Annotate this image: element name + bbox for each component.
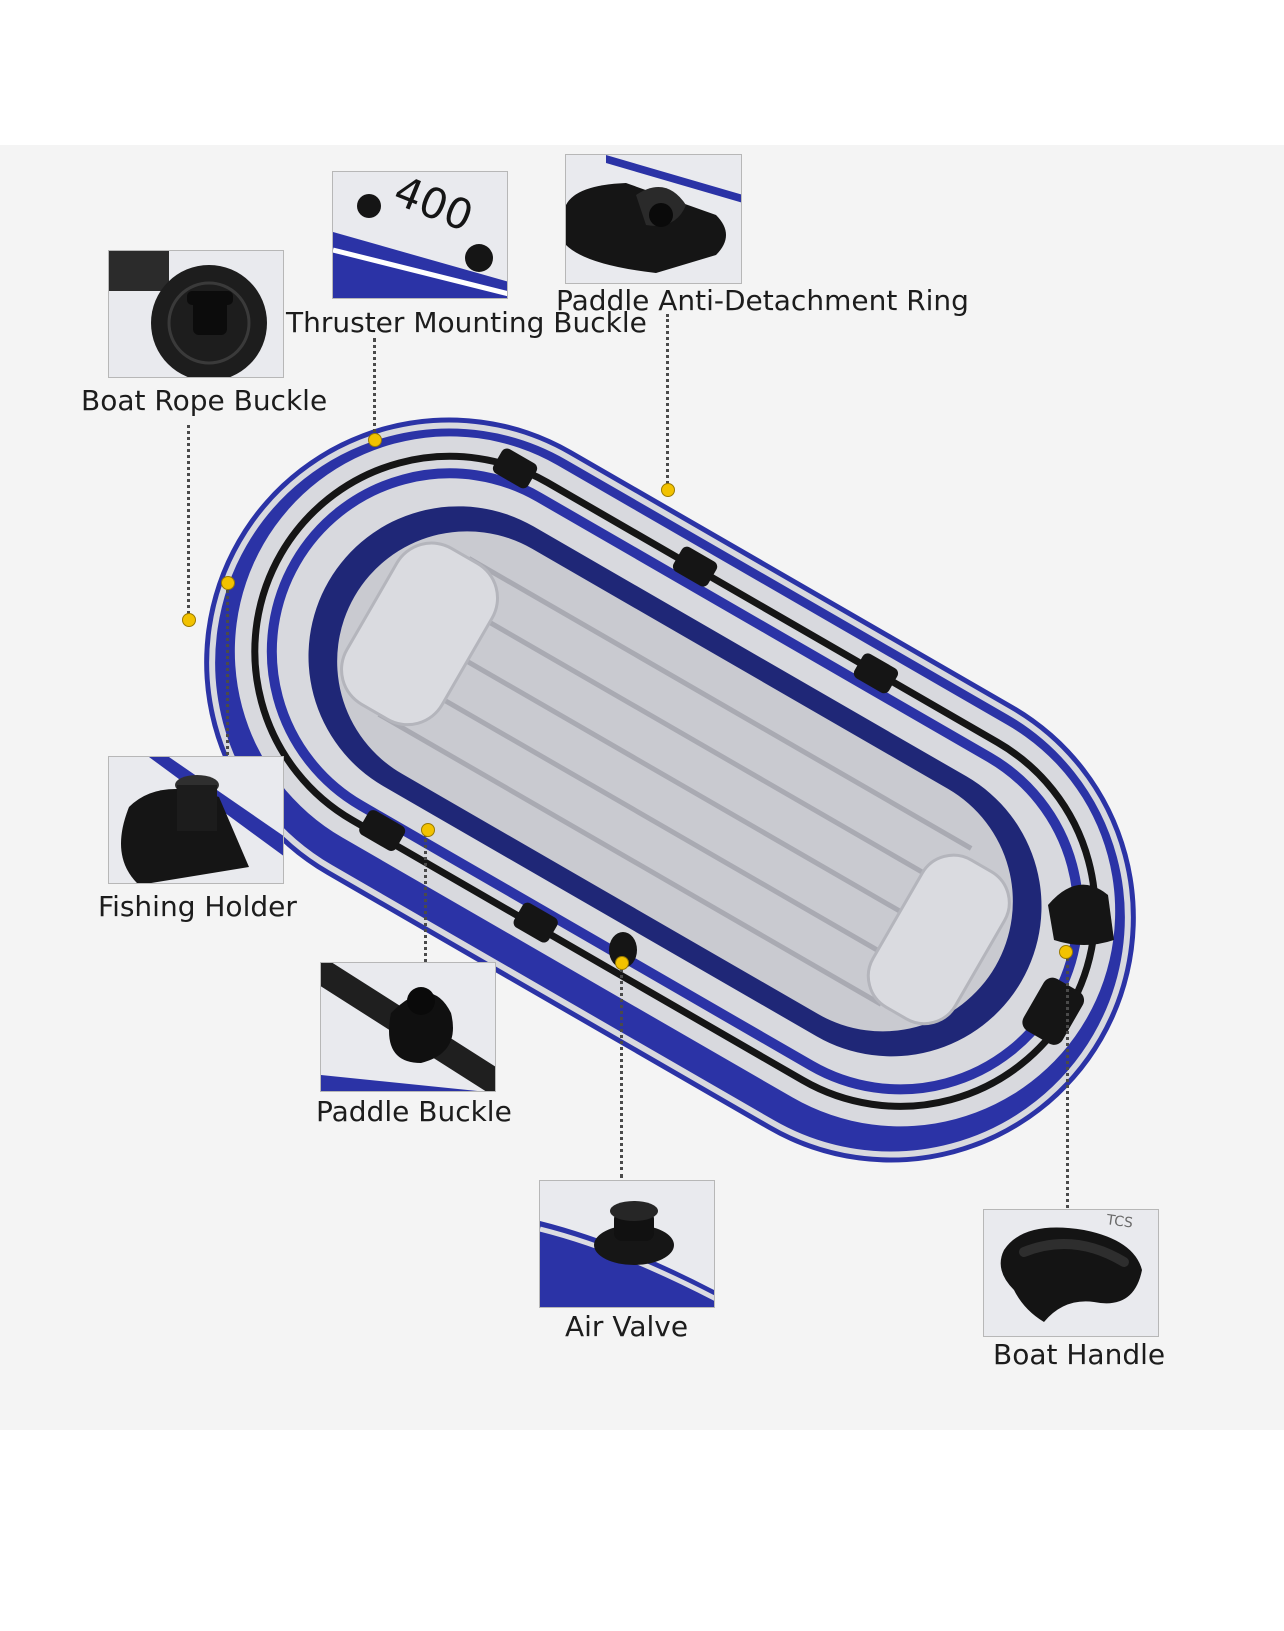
ring-mount-icon xyxy=(566,183,726,273)
valve-base-icon xyxy=(594,1225,674,1265)
label-air-valve: Air Valve xyxy=(565,1310,689,1343)
label-paddle-buckle: Paddle Buckle xyxy=(316,1095,512,1128)
marker-thruster xyxy=(368,433,382,447)
label-paddle-anti-detachment-ring: Paddle Anti-Detachment Ring xyxy=(556,284,969,317)
marker-paddle-ring xyxy=(661,483,675,497)
marker-fishing-holder xyxy=(221,576,235,590)
label-boat-rope-buckle: Boat Rope Buckle xyxy=(81,384,328,417)
thumb-thruster-mounting-buckle: 400 xyxy=(332,171,508,299)
rear-pillow xyxy=(340,541,500,727)
thumb-air-valve xyxy=(539,1180,715,1308)
leader-air-valve xyxy=(620,968,623,1178)
leader-thruster xyxy=(373,338,376,440)
leader-boat-handle xyxy=(1066,958,1069,1208)
thumb-paddle-buckle xyxy=(320,962,496,1092)
marker-boat-handle xyxy=(1059,945,1073,959)
thumb-boat-rope-buckle xyxy=(108,250,284,378)
leader-fishing-holder xyxy=(226,590,229,755)
svg-text:400: 400 xyxy=(387,172,480,241)
thumb-boat-handle: TCS xyxy=(983,1209,1159,1337)
thumb-fishing-holder xyxy=(108,756,284,884)
svg-text:TCS: TCS xyxy=(1104,1212,1133,1232)
leader-paddle-ring xyxy=(666,314,669,490)
front-pillow xyxy=(866,853,1011,1026)
label-fishing-holder: Fishing Holder xyxy=(98,890,297,923)
label-boat-handle: Boat Handle xyxy=(993,1338,1166,1371)
thumb-paddle-anti-detachment-ring xyxy=(565,154,742,284)
marker-air-valve xyxy=(615,956,629,970)
leader-paddle-buckle xyxy=(424,834,427,962)
leader-boat-rope xyxy=(187,425,190,620)
label-thruster-mounting-buckle: Thruster Mounting Buckle xyxy=(286,306,647,339)
marker-boat-rope xyxy=(182,613,196,627)
marker-paddle-buckle xyxy=(421,823,435,837)
